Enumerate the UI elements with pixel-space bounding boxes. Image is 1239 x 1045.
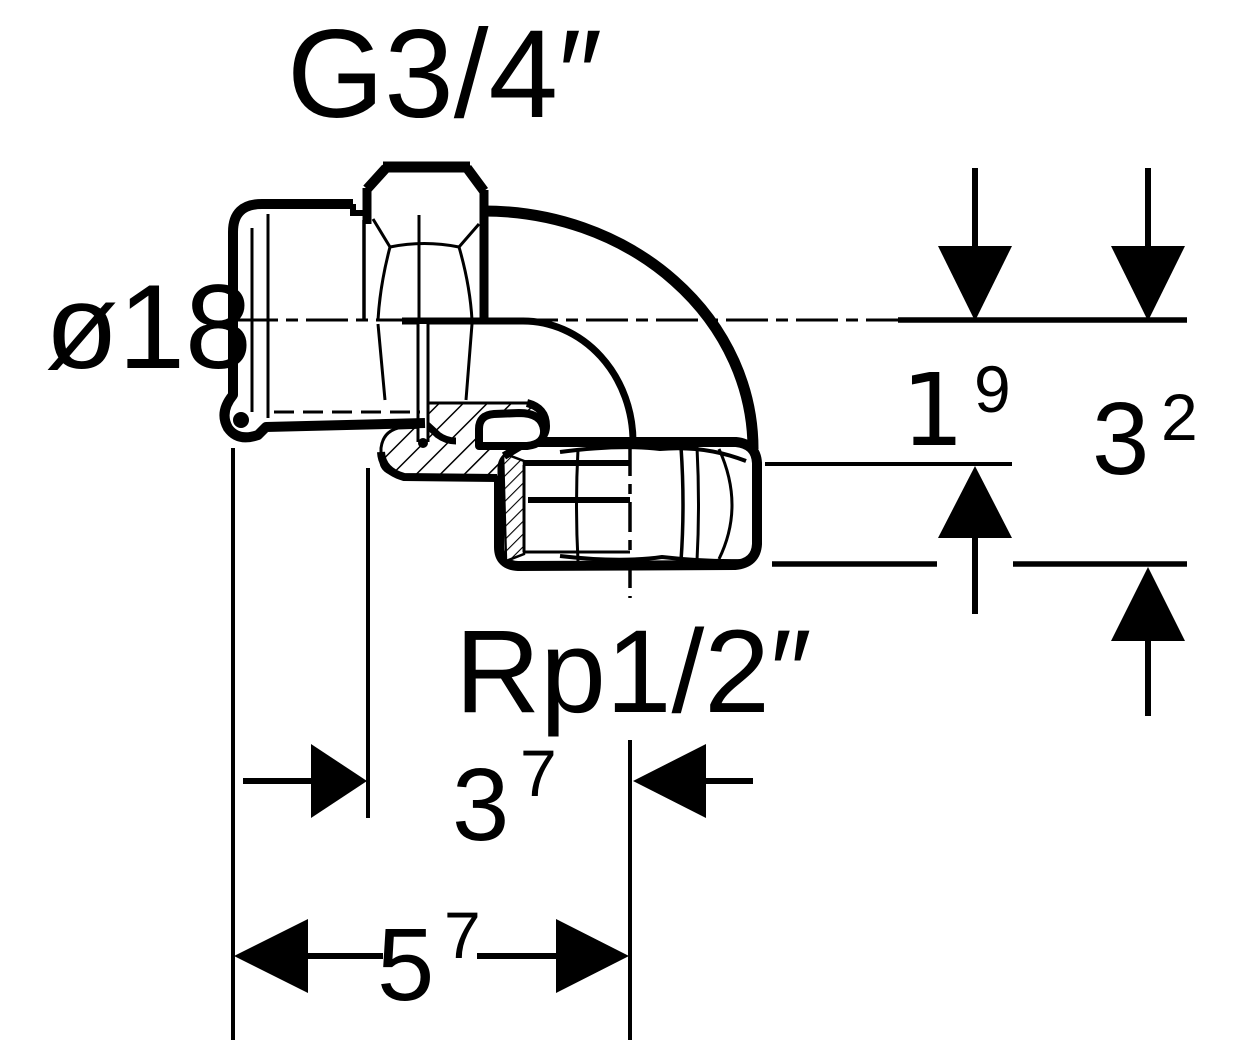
seal-step-contour: [422, 420, 457, 445]
nut-section-sides: [376, 323, 474, 401]
reference-lines: [231, 317, 1187, 1040]
union-nut: [362, 161, 489, 401]
hex-section-hatch: [501, 451, 526, 563]
tube-end-gap: [418, 324, 427, 440]
dim-19-sup: 9: [974, 352, 1011, 426]
hex-facet-line: [695, 446, 700, 562]
right-arrow-d37: [311, 744, 367, 818]
nut-facet-edge: [457, 246, 474, 321]
label-press-diameter: ø18: [45, 260, 252, 394]
up-arrow-d32: [1111, 567, 1185, 641]
down-arrow-d19: [938, 246, 1012, 321]
nut-facet-crown: [389, 242, 460, 249]
dim-37-main: 3: [452, 747, 509, 862]
down-arrow-d32: [1111, 246, 1185, 321]
hex-facet-line: [679, 446, 685, 562]
dim-57-main: 5: [377, 907, 434, 1022]
elbow-outer-arc: [483, 205, 759, 450]
hex-facet-shading: [717, 448, 734, 560]
nut-facet-edge: [376, 246, 392, 321]
seal-bottom-contour: [377, 451, 498, 482]
oring-section-dot: [233, 412, 249, 428]
dim-32-main: 3: [1092, 381, 1149, 496]
outlet-hex-body: [494, 437, 762, 571]
text-labels: G3/4″ ø18 Rp1/2″ 1 9 3 2 3 7 5 7: [45, 5, 1198, 1022]
socket-outline: [219, 199, 426, 443]
left-arrow-d37: [633, 744, 706, 818]
fitting-body: [219, 161, 762, 571]
label-outlet-thread: Rp1/2″: [455, 606, 812, 738]
elbow-inner-arc: [522, 317, 637, 443]
up-arrow-d19: [938, 466, 1012, 538]
nut-facet-slants: [371, 218, 481, 248]
tube-tip: [418, 438, 428, 448]
hex-crown-bottom: [559, 554, 745, 564]
dim-32-sup: 2: [1161, 380, 1198, 454]
left-arrow-d57: [234, 919, 308, 993]
nut-chamfers: [363, 164, 489, 194]
union-hook-profile: [475, 409, 549, 450]
dim-57-sup: 7: [444, 898, 481, 972]
dimension-arrows: [234, 168, 1185, 993]
label-union-thread: G3/4″: [287, 5, 602, 144]
right-arrow-d57: [556, 919, 629, 993]
hex-crown-top: [559, 445, 747, 463]
dim-37-sup: 7: [520, 736, 557, 810]
dim-19-main: 1: [901, 352, 965, 469]
